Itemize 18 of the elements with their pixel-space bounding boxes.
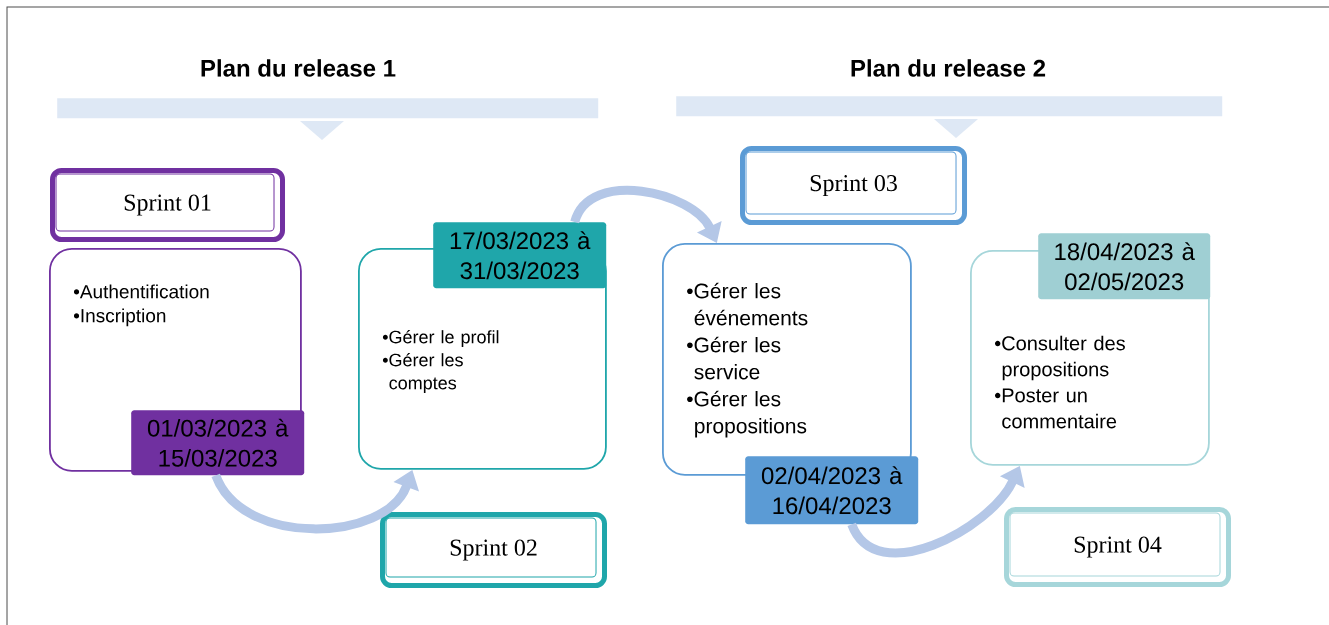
list-item: •Gérer les événements xyxy=(687,282,808,326)
sprint-box: Sprint 04 xyxy=(1004,507,1231,587)
list-item: •Gérer les comptes xyxy=(382,352,463,393)
list-item: •Gérer le profil xyxy=(382,329,499,347)
list-item: •Gérer les propositions xyxy=(687,390,807,438)
date-box: 18/04/2023 à 02/05/2023 xyxy=(1038,233,1211,300)
list-item: •Authentification xyxy=(73,284,209,299)
heading: Plan du release 1 xyxy=(201,59,396,77)
heading: Plan du release 2 xyxy=(851,59,1046,77)
sprint-box: Sprint 01 xyxy=(50,168,285,242)
list-item: •Consulter des propositions xyxy=(995,335,1125,381)
date-box: 17/03/2023 à 31/03/2023 xyxy=(433,222,607,289)
sprint-box: Sprint 02 xyxy=(380,512,607,588)
list-item: •Inscription xyxy=(73,308,166,327)
list-item: •Poster un commentaire xyxy=(995,388,1117,429)
list-item: •Gérer les service xyxy=(687,336,781,380)
date-box: 02/04/2023 à 16/04/2023 xyxy=(745,456,919,525)
sprint-box: Sprint 03 xyxy=(740,146,967,225)
